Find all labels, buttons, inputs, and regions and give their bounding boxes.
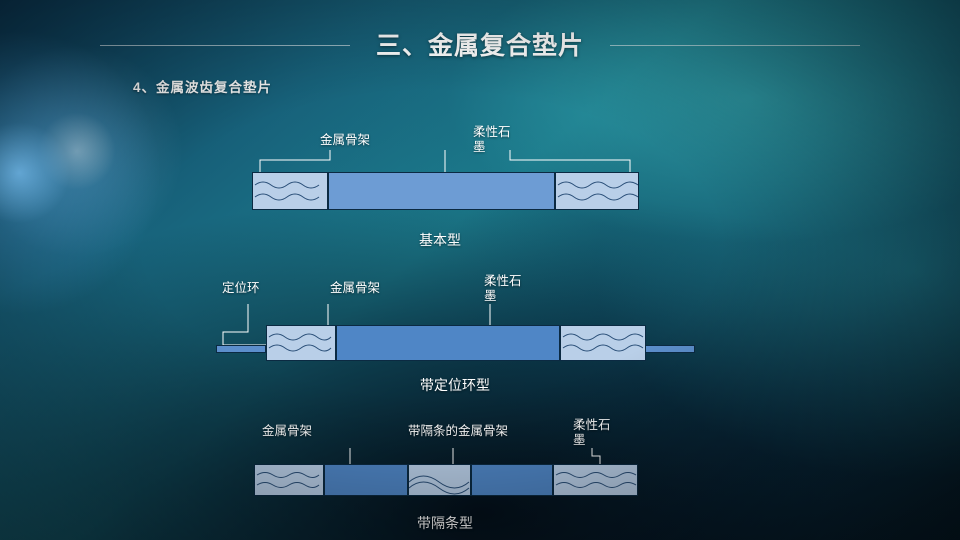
part-locating-graphite-left [266, 325, 336, 361]
part-spacer-graphite-left [254, 464, 324, 496]
title-bar: 三、金属复合垫片 [0, 26, 960, 66]
part-spacer-metal-frame-left [324, 464, 408, 496]
label-locating-metal-frame: 金属骨架 [330, 281, 381, 295]
title-rule-right [610, 45, 860, 46]
label-locating-flexible-graphite: 柔性石 墨 [484, 274, 522, 303]
part-spacer-graphite-right [553, 464, 638, 496]
label-spacer-metal-frame-with-bar: 带隔条的金属骨架 [408, 424, 509, 438]
part-locating-graphite-right [560, 325, 646, 361]
page-subtitle: 4、金属波齿复合垫片 [133, 80, 273, 95]
caption-locating-ring-type: 带定位环型 [420, 377, 490, 393]
label-spacer-flexible-graphite: 柔性石 墨 [573, 418, 611, 447]
diagram-locating-ring-type: 定位环 金属骨架 柔性石 墨 带定位环型 [216, 274, 695, 393]
label-basic-metal-frame: 金属骨架 [320, 133, 371, 147]
page-title: 三、金属复合垫片 [375, 32, 584, 60]
part-basic-metal-frame [328, 172, 555, 210]
part-basic-graphite-left [252, 172, 328, 210]
part-basic-graphite-right [555, 172, 639, 210]
part-spacer-bar-section [408, 464, 471, 496]
part-locating-ring-left [216, 345, 266, 353]
label-locating-ring: 定位环 [222, 281, 260, 295]
part-locating-metal-frame [336, 325, 560, 361]
title-rule-left [100, 45, 350, 46]
caption-spacer-bar-type: 带隔条型 [417, 515, 473, 531]
caption-basic-type: 基本型 [419, 232, 461, 248]
part-spacer-metal-frame-right [471, 464, 553, 496]
label-basic-flexible-graphite: 柔性石 墨 [473, 125, 511, 154]
label-spacer-metal-frame: 金属骨架 [262, 424, 313, 438]
diagram-basic-type: 金属骨架 柔性石 墨 基本型 [0, 0, 960, 260]
